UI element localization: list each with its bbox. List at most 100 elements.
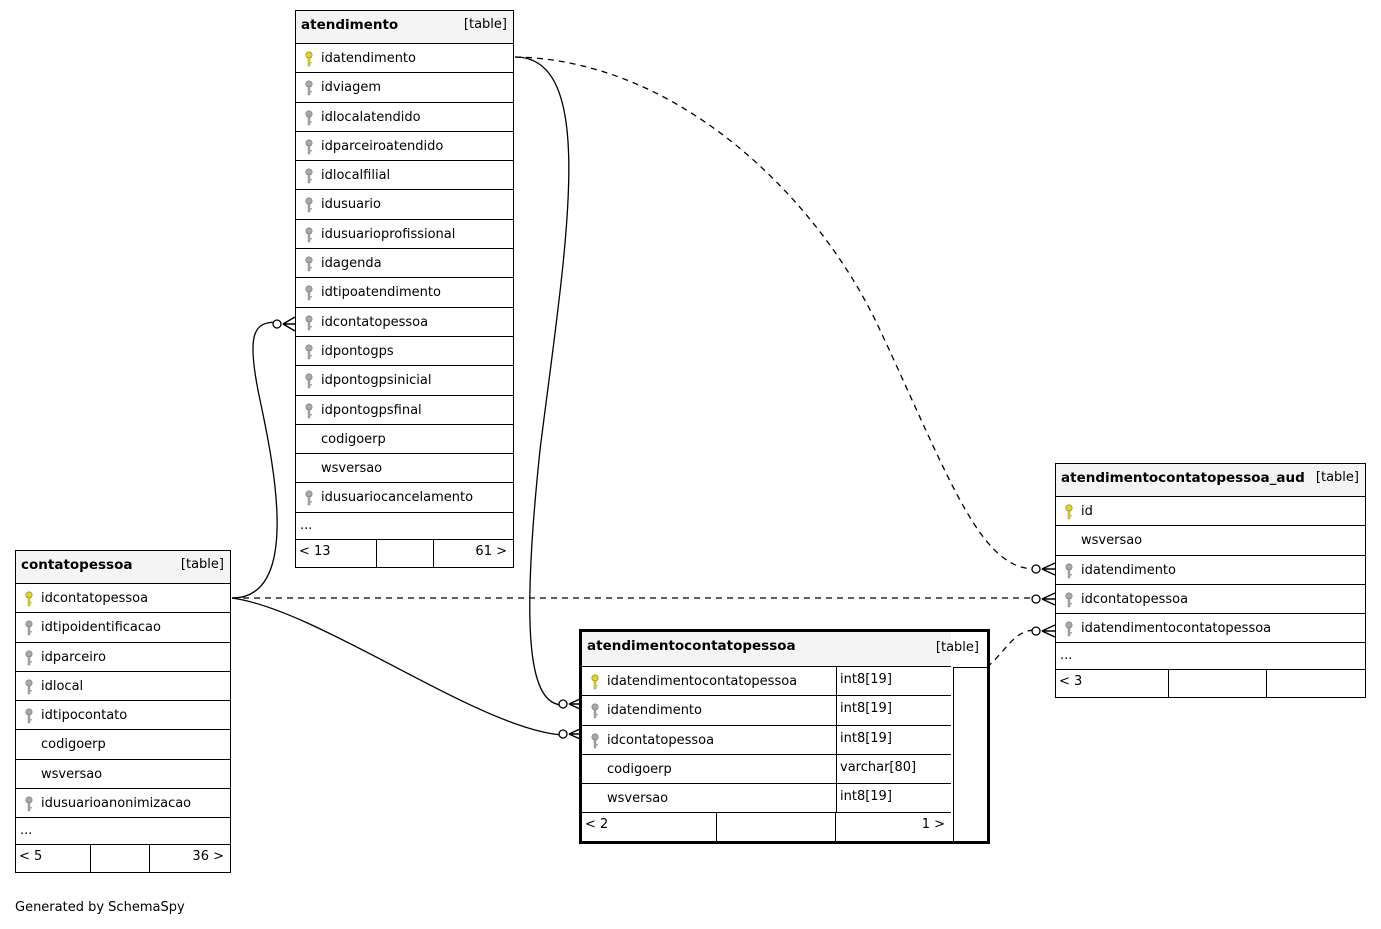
- footer-spacer: [716, 813, 836, 842]
- column-name: idviagem: [321, 80, 382, 96]
- column-row[interactable]: idlocalatendido: [296, 103, 513, 132]
- column-row[interactable]: idparceiro: [16, 643, 230, 672]
- column-name: id: [1081, 504, 1093, 519]
- column-row[interactable]: idusuarioprofissional: [296, 220, 513, 250]
- crowfoot-marker: [1041, 562, 1056, 576]
- parents-count[interactable]: < 2: [585, 817, 609, 833]
- column-list: id wsversao idatendimento idcontatopessoa id…: [1056, 497, 1365, 644]
- children-count[interactable]: 1 >: [921, 817, 945, 833]
- column-name: idparceiro: [41, 649, 106, 665]
- generated-by-label: Generated by SchemaSpy: [15, 900, 185, 915]
- table-kind: [table]: [935, 640, 979, 655]
- column-row[interactable]: idlocalfilial: [296, 161, 513, 191]
- foreign-key-icon: [1064, 621, 1074, 637]
- column-row[interactable]: idusuariocancelamento: [296, 483, 513, 513]
- foreign-key-icon: [24, 650, 34, 666]
- table-name: atendimentocontatopessoa: [587, 638, 796, 654]
- column-row[interactable]: idcontatopessoa: [296, 308, 513, 337]
- column-row[interactable]: codigoerp: [16, 730, 230, 760]
- column-name: idtipoidentificacao: [41, 620, 161, 636]
- table-atendimentocontatopessoa[interactable]: atendimentocontatopessoa [table] idatend…: [579, 629, 990, 845]
- foreign-key-icon: [304, 139, 314, 155]
- crowfoot-marker: [568, 728, 581, 740]
- column-row[interactable]: idviagem: [296, 73, 513, 103]
- footer-spacer: [90, 845, 150, 873]
- column-name: idcontatopessoa: [41, 591, 149, 606]
- column-name: idatendimento: [1081, 562, 1176, 578]
- more-columns: ...: [296, 513, 513, 540]
- column-row[interactable]: idpontogps: [296, 337, 513, 367]
- more-indicator: ...: [20, 823, 33, 839]
- column-row[interactable]: idparceiroatendido: [296, 132, 513, 162]
- table-header: contatopessoa [table]: [16, 551, 230, 584]
- column-row[interactable]: idatendimento: [296, 44, 513, 74]
- column-name: idcontatopessoa: [1081, 591, 1189, 607]
- column-name: idusuario: [321, 197, 381, 213]
- crowfoot-marker: [1041, 624, 1056, 638]
- column-row[interactable]: wsversao: [296, 454, 513, 484]
- column-row[interactable]: idusuario: [296, 190, 513, 220]
- table-footer: < 13 61 >: [296, 539, 513, 567]
- link-atendimento-aud: [514, 56, 1036, 570]
- zero-marker: [558, 729, 568, 739]
- column-name: wsversao: [1081, 533, 1143, 549]
- column-row[interactable]: idtipocontato: [16, 701, 230, 731]
- column-row[interactable]: idtipoidentificacao: [16, 613, 230, 643]
- children-count[interactable]: [1267, 670, 1365, 697]
- more-columns: ...: [1056, 643, 1365, 671]
- crowfoot-marker: [282, 316, 296, 332]
- more-columns: ...: [16, 818, 230, 846]
- primary-key-icon: [24, 591, 34, 607]
- zero-marker: [1031, 594, 1041, 604]
- table-atendimento[interactable]: atendimento [table] idatendimento idviage…: [295, 10, 514, 568]
- foreign-key-icon: [590, 733, 600, 749]
- foreign-key-icon: [304, 80, 314, 96]
- column-name: codigoerp: [607, 761, 672, 777]
- parents-count[interactable]: < 5: [19, 849, 43, 865]
- table-contatopessoa[interactable]: contatopessoa [table] idcontatopessoa idt…: [15, 550, 231, 874]
- foreign-key-icon: [1064, 592, 1074, 608]
- column-row[interactable]: idagenda: [296, 249, 513, 279]
- foreign-key-icon: [304, 256, 314, 272]
- column-name: idtipocontato: [41, 708, 128, 724]
- column-row[interactable]: idpontogpsinicial: [296, 366, 513, 396]
- column-row[interactable]: wsversao: [1056, 526, 1365, 556]
- more-indicator: ...: [1060, 648, 1073, 664]
- column-name: idtipoatendimento: [321, 285, 441, 301]
- column-row[interactable]: idatendimentocontatopessoa int8[19]: [582, 667, 951, 697]
- column-name: idlocalfilial: [321, 168, 391, 184]
- children-count[interactable]: 61 >: [475, 543, 507, 559]
- column-row[interactable]: codigoerp: [296, 425, 513, 455]
- column-row[interactable]: idcontatopessoa: [16, 584, 230, 614]
- column-name: idpontogpsinicial: [321, 373, 432, 389]
- column-name: idusuariocancelamento: [321, 490, 474, 506]
- parents-count[interactable]: < 13: [299, 543, 331, 559]
- column-row[interactable]: idlocal: [16, 672, 230, 702]
- column-row[interactable]: idcontatopessoa: [1056, 585, 1365, 615]
- foreign-key-icon: [304, 197, 314, 213]
- column-row[interactable]: idatendimento: [1056, 556, 1365, 585]
- column-row[interactable]: idpontogpsfinal: [296, 396, 513, 425]
- column-name: idlocalatendido: [321, 109, 421, 125]
- table-kind: [table]: [180, 557, 224, 572]
- column-name: idlocal: [41, 678, 84, 694]
- column-list: idatendimento idviagem idlocalatendido idpa…: [296, 44, 513, 513]
- column-row[interactable]: idtipoatendimento: [296, 278, 513, 308]
- table-header: atendimento [table]: [296, 11, 513, 44]
- column-row[interactable]: id: [1056, 497, 1365, 527]
- column-name: idatendimentocontatopessoa: [607, 674, 798, 689]
- parents-count[interactable]: < 3: [1059, 674, 1083, 690]
- column-row[interactable]: idusuarioanonimizacao: [16, 789, 230, 819]
- foreign-key-icon: [24, 708, 34, 724]
- column-row[interactable]: idatendimentocontatopessoa: [1056, 614, 1365, 644]
- children-count[interactable]: 36 >: [192, 849, 224, 865]
- column-type: int8[19]: [836, 667, 951, 696]
- column-row[interactable]: wsversao: [16, 760, 230, 790]
- column-name: idusuarioprofissional: [321, 226, 456, 242]
- zero-marker: [272, 319, 282, 329]
